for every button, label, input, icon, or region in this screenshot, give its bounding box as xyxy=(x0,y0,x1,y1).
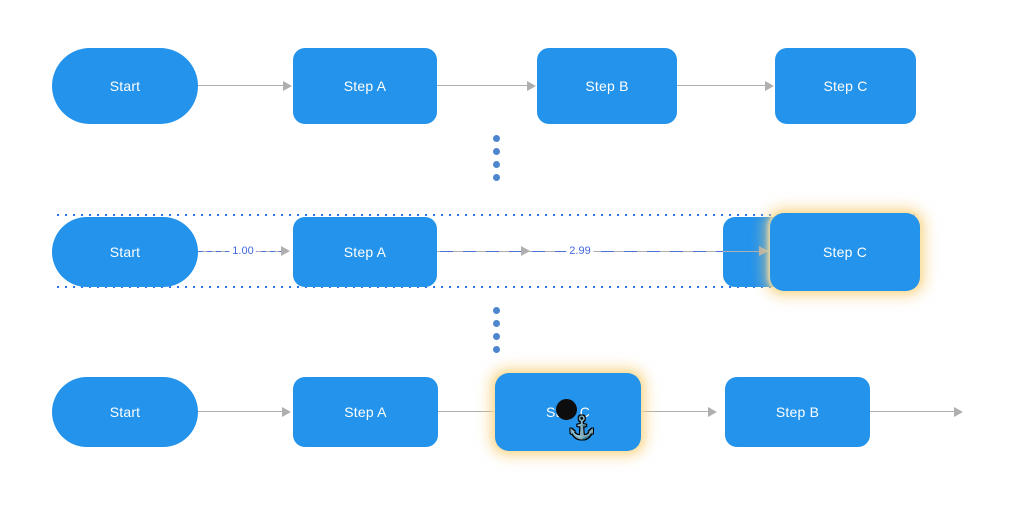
arrowhead-icon xyxy=(954,407,963,417)
node-label: Step B xyxy=(775,404,820,420)
node-step-a-row1[interactable]: Step A xyxy=(293,48,437,124)
arrowhead-icon xyxy=(527,81,536,91)
arrowhead-icon xyxy=(759,246,768,256)
edge-line xyxy=(870,411,954,412)
edge-line xyxy=(641,411,708,412)
node-label: Step C xyxy=(823,78,868,94)
arrowhead-icon xyxy=(283,81,292,91)
edge-line xyxy=(437,85,527,86)
edge-line xyxy=(198,85,283,86)
node-start-row2[interactable]: Start xyxy=(52,217,198,287)
node-label: Start xyxy=(109,244,141,260)
node-step-c-dragged-row2[interactable]: Step C xyxy=(770,213,920,291)
node-label: Step A xyxy=(343,78,387,94)
node-label: Start xyxy=(109,78,141,94)
vertical-ellipsis-icon xyxy=(493,135,500,181)
node-label: Start xyxy=(109,404,141,420)
edge-weight-label[interactable]: 1.00 xyxy=(229,245,257,258)
node-label: Step A xyxy=(344,404,387,420)
edge-line xyxy=(198,411,282,412)
arrowhead-icon xyxy=(708,407,717,417)
selection-bound-top xyxy=(57,214,918,216)
node-step-c-row1[interactable]: Step C xyxy=(775,48,916,124)
node-start-row1[interactable]: Start xyxy=(52,48,198,124)
node-step-b-row3[interactable]: Step B xyxy=(725,377,870,447)
arrowhead-icon xyxy=(765,81,774,91)
node-label: Step A xyxy=(343,244,387,260)
arrowhead-icon xyxy=(281,246,290,256)
node-label: Step B xyxy=(585,78,629,94)
selection-bound-bottom xyxy=(57,286,918,288)
anchor-cursor-icon: ⚓ xyxy=(568,415,596,440)
node-step-a-row2[interactable]: Step A xyxy=(293,217,437,287)
vertical-ellipsis-icon xyxy=(493,307,500,353)
edge-line xyxy=(677,85,765,86)
drop-point-dot xyxy=(556,399,577,420)
node-step-a-row3[interactable]: Step A xyxy=(293,377,438,447)
edge-weight-label[interactable]: 2.99 xyxy=(566,245,594,258)
edge-line xyxy=(438,411,497,412)
node-start-row3[interactable]: Start xyxy=(52,377,198,447)
arrowhead-icon xyxy=(521,246,530,256)
arrowhead-icon xyxy=(282,407,291,417)
node-step-b-row1[interactable]: Step B xyxy=(537,48,677,124)
node-label: Step C xyxy=(823,244,867,260)
